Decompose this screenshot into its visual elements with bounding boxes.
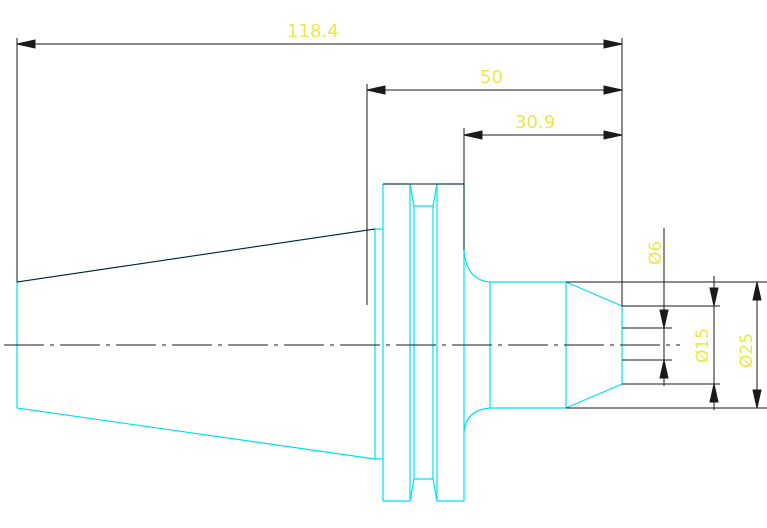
dim-overall-length: 118.4 — [287, 21, 339, 42]
groove-outline — [409, 183, 438, 502]
dim-bore-large: Ø25 — [737, 333, 757, 368]
part-outline — [16, 183, 623, 502]
dim-bore-small: Ø6 — [646, 241, 666, 265]
flange-outline — [375, 183, 411, 502]
dim-bore-medium: Ø15 — [693, 328, 713, 363]
dim-shank-length: 30.9 — [515, 112, 555, 133]
neck-outline — [463, 249, 491, 433]
dimension-lines — [4, 38, 767, 410]
dim-flange-to-end: 50 — [480, 67, 503, 88]
rear-flange-outline — [436, 183, 465, 502]
taper-outline — [16, 228, 376, 460]
